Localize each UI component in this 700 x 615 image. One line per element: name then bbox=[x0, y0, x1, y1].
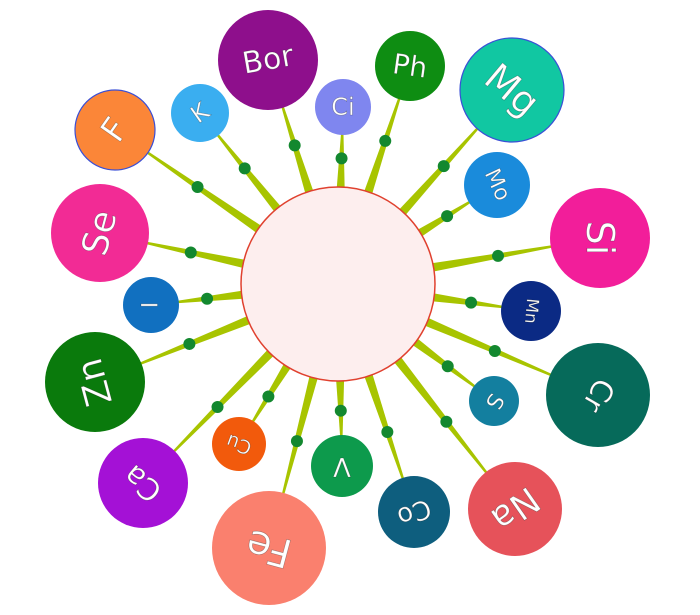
node-circle-co bbox=[378, 476, 450, 548]
spoke-dot-f bbox=[191, 180, 204, 193]
spoke-dot-v bbox=[334, 404, 347, 417]
node-co: Co bbox=[378, 476, 450, 548]
spoke-cr bbox=[414, 313, 553, 377]
spoke-ph bbox=[360, 96, 401, 205]
spoke-dot-co bbox=[381, 426, 394, 439]
node-circle-cr bbox=[546, 343, 650, 447]
spoke-s bbox=[403, 331, 477, 389]
node-v: V bbox=[311, 435, 373, 497]
node-ci: Ci bbox=[315, 79, 371, 135]
center-hub bbox=[240, 186, 436, 382]
spoke-dot-bor bbox=[288, 139, 301, 152]
spoke-zn bbox=[139, 311, 261, 366]
spoke-na bbox=[387, 348, 489, 475]
spoke-dot-fe bbox=[290, 435, 303, 448]
spoke-dot-cr bbox=[488, 344, 501, 357]
spoke-mg bbox=[391, 126, 480, 224]
node-circle-se bbox=[51, 184, 149, 282]
node-label-i: I bbox=[139, 302, 164, 309]
node-circle-ph bbox=[375, 31, 445, 101]
node-cu: Cu bbox=[212, 417, 266, 471]
node-circle-k bbox=[171, 84, 229, 142]
spoke-f bbox=[145, 150, 271, 240]
spoke-dot-zn bbox=[183, 337, 196, 350]
node-circle-i bbox=[123, 277, 179, 333]
spoke-fe bbox=[281, 365, 321, 496]
spoke-ci bbox=[335, 132, 345, 200]
spoke-mo bbox=[407, 200, 472, 243]
node-circle-mg bbox=[459, 37, 565, 143]
node-cr: Cr bbox=[546, 343, 650, 447]
node-bor: Bor bbox=[218, 10, 318, 110]
node-circle-s bbox=[469, 376, 519, 426]
node-mo: Mo bbox=[464, 152, 530, 218]
dots-layer bbox=[183, 134, 505, 448]
node-label-ph: Ph bbox=[391, 47, 430, 84]
spoke-mn bbox=[421, 291, 504, 309]
spoke-dot-mg bbox=[437, 160, 450, 173]
spoke-i bbox=[176, 289, 255, 304]
spoke-cu bbox=[251, 353, 298, 424]
node-f: F bbox=[74, 89, 156, 171]
node-circle-ca bbox=[98, 438, 188, 528]
spoke-dot-cu bbox=[262, 390, 275, 403]
spoke-bor bbox=[281, 105, 317, 205]
node-label-v: V bbox=[333, 451, 351, 481]
spoke-dot-i bbox=[201, 292, 214, 305]
node-label-ci: Ci bbox=[331, 93, 354, 121]
spoke-si bbox=[420, 245, 553, 274]
node-circle-fe bbox=[212, 491, 326, 605]
node-fe: Fe bbox=[212, 491, 326, 605]
spoke-dot-se bbox=[184, 246, 197, 259]
node-ca: Ca bbox=[98, 438, 188, 528]
node-circle-na bbox=[468, 462, 562, 556]
spoke-dot-na bbox=[440, 415, 453, 428]
node-circle-bor bbox=[218, 10, 318, 110]
node-label-mn: Mn bbox=[520, 297, 542, 324]
spoke-dot-ca bbox=[211, 400, 224, 413]
spoke-dot-si bbox=[492, 249, 505, 262]
node-circle-cu bbox=[212, 417, 266, 471]
node-se: Se bbox=[51, 184, 149, 282]
spoke-dot-mn bbox=[465, 296, 478, 309]
spoke-dot-mo bbox=[441, 210, 454, 223]
node-k: K bbox=[171, 84, 229, 142]
node-label-se: Se bbox=[74, 206, 125, 260]
node-mg: Mg bbox=[459, 37, 565, 143]
node-circle-si bbox=[550, 188, 650, 288]
node-zn: Zn bbox=[45, 332, 145, 432]
spoke-dot-ci bbox=[335, 152, 348, 165]
node-circle-mn bbox=[501, 281, 561, 341]
node-circle-f bbox=[74, 89, 156, 171]
spoke-k bbox=[216, 133, 289, 221]
spoke-dot-ph bbox=[379, 134, 392, 147]
spoke-co bbox=[360, 363, 405, 481]
node-circle-mo bbox=[464, 152, 530, 218]
spoke-dot-k bbox=[238, 162, 251, 175]
node-mn: Mn bbox=[501, 281, 561, 341]
node-label-bor: Bor bbox=[240, 38, 297, 81]
spoke-se bbox=[145, 241, 256, 271]
spoke-ca bbox=[172, 341, 282, 454]
node-si: Si bbox=[550, 188, 650, 288]
node-label-si: Si bbox=[578, 221, 622, 256]
node-ph: Ph bbox=[375, 31, 445, 101]
node-circle-zn bbox=[45, 332, 145, 432]
node-circle-v bbox=[311, 435, 373, 497]
node-s: S bbox=[469, 376, 519, 426]
spoke-v bbox=[335, 368, 345, 438]
node-circle-ci bbox=[315, 79, 371, 135]
node-na: Na bbox=[468, 462, 562, 556]
spokes-layer bbox=[139, 96, 553, 496]
node-i: I bbox=[123, 277, 179, 333]
spoke-dot-s bbox=[441, 360, 454, 373]
